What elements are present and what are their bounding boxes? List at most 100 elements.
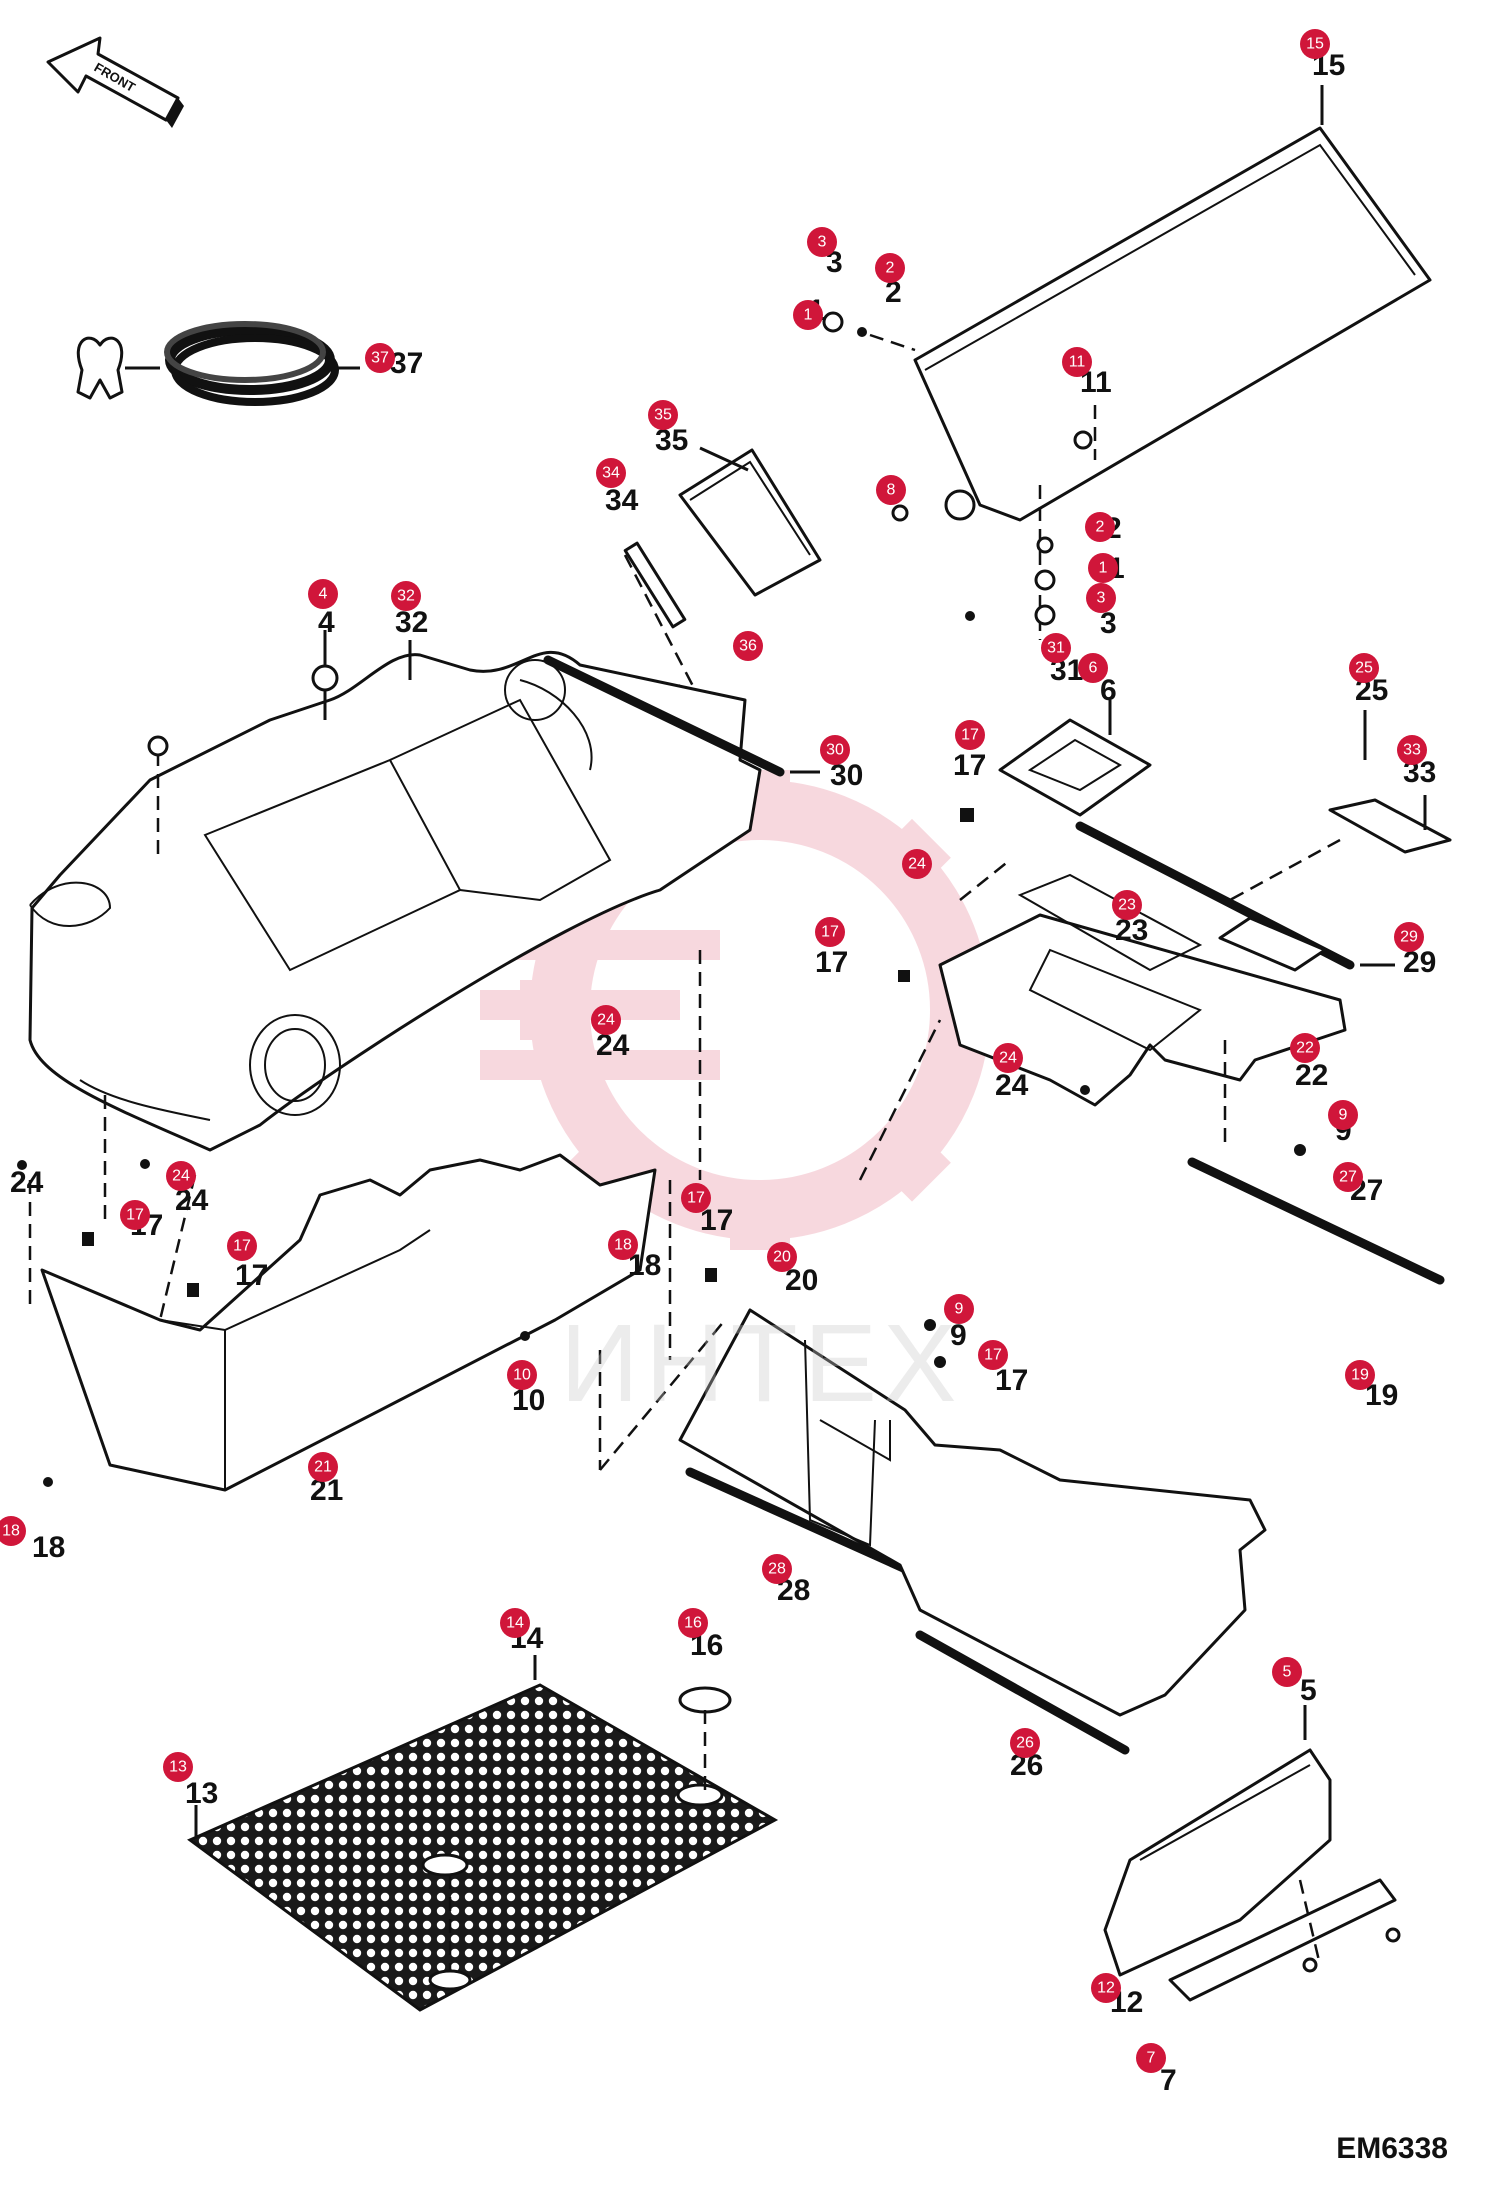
callout-badge-14: 14 — [500, 1608, 530, 1638]
callout-number-17a: 17 — [953, 749, 986, 782]
callout-badge-28: 28 — [762, 1554, 792, 1584]
callout-badge-18b: 18 — [0, 1516, 26, 1546]
svg-text:28: 28 — [768, 1561, 786, 1578]
front-arrow-icon: FRONT — [46, 36, 184, 128]
callout-badge-9b: 9 — [944, 1294, 974, 1324]
svg-text:11: 11 — [1069, 354, 1086, 371]
svg-text:16: 16 — [684, 1615, 702, 1632]
callout-number-20: 20 — [785, 1264, 818, 1297]
svg-text:26: 26 — [1016, 1735, 1034, 1752]
svg-text:24: 24 — [597, 1012, 615, 1029]
svg-text:36: 36 — [739, 638, 757, 655]
svg-text:20: 20 — [773, 1249, 791, 1266]
svg-text:32: 32 — [397, 588, 415, 605]
callout-badge-13: 13 — [163, 1752, 193, 1782]
svg-text:15: 15 — [1306, 36, 1324, 53]
callout-number-23: 23 — [1115, 914, 1148, 947]
callout-number-17f: 17 — [995, 1364, 1028, 1397]
svg-text:1: 1 — [1099, 560, 1108, 577]
callout-number-17b: 17 — [815, 946, 848, 979]
callout-badge-24c: 24 — [993, 1043, 1023, 1073]
svg-text:34: 34 — [602, 465, 620, 482]
callout-badge-31: 31 — [1041, 633, 1071, 663]
svg-text:18: 18 — [614, 1237, 632, 1254]
hardware-set-top — [822, 311, 1093, 626]
svg-text:17: 17 — [126, 1207, 144, 1224]
svg-text:4: 4 — [319, 586, 328, 603]
callout-badge-12: 12 — [1091, 1973, 1121, 2003]
callout-badge-26: 26 — [1010, 1728, 1040, 1758]
callout-number-4: 4 — [318, 606, 335, 639]
callout-number-13: 13 — [185, 1777, 218, 1810]
callout-number-24c: 24 — [995, 1069, 1029, 1102]
fastener-glyphs — [17, 611, 1306, 1487]
svg-text:19: 19 — [1351, 1367, 1369, 1384]
callout-badge-2b: 2 — [1085, 512, 1115, 542]
callout-badge-22: 22 — [1290, 1033, 1320, 1063]
callout-badge-24d: 24 — [166, 1161, 196, 1191]
side-panel-part — [598, 1180, 1267, 1717]
svg-text:24: 24 — [999, 1050, 1017, 1067]
svg-text:23: 23 — [1118, 897, 1136, 914]
top-cover-part — [913, 85, 1432, 640]
callout-badge-24a: 24 — [902, 849, 932, 879]
callout-badge-1a: 1 — [793, 300, 823, 330]
callout-badge-7: 7 — [1136, 2043, 1166, 2073]
svg-text:3: 3 — [1097, 590, 1106, 607]
svg-text:21: 21 — [314, 1459, 332, 1476]
svg-text:2: 2 — [886, 260, 895, 277]
callout-badge-37: 37 — [365, 343, 395, 373]
callout-badge-10: 10 — [507, 1360, 537, 1390]
svg-text:9: 9 — [955, 1301, 964, 1318]
svg-text:35: 35 — [654, 407, 672, 424]
callout-badge-17b: 17 — [815, 917, 845, 947]
svg-text:8: 8 — [887, 482, 896, 499]
callout-number-2a: 2 — [885, 276, 902, 309]
callout-labels: 1515332211373711113535343482211334432323… — [0, 29, 1436, 2097]
callout-number-7: 7 — [1160, 2064, 1177, 2097]
svg-text:14: 14 — [506, 1615, 524, 1632]
callout-badge-19: 19 — [1345, 1360, 1375, 1390]
mount-plate-part — [998, 700, 1152, 817]
callout-number-24b: 24 — [596, 1029, 630, 1062]
svg-text:7: 7 — [1147, 2050, 1156, 2067]
callout-badge-9a: 9 — [1328, 1100, 1358, 1130]
callout-badge-8: 8 — [876, 475, 906, 505]
svg-text:24: 24 — [172, 1168, 190, 1185]
callout-badge-18a: 18 — [608, 1230, 638, 1260]
floor-mat-part — [187, 1655, 779, 2012]
callout-badge-1b: 1 — [1088, 553, 1118, 583]
seal-clip-part — [76, 321, 360, 406]
callout-number-18b: 18 — [32, 1531, 65, 1564]
callout-badge-11: 11 — [1062, 347, 1092, 377]
svg-text:24: 24 — [908, 856, 926, 873]
svg-text:29: 29 — [1400, 929, 1418, 946]
callout-badge-32: 32 — [391, 581, 421, 611]
drawing-code: EM6338 — [1336, 2132, 1448, 2165]
callout-badge-3a: 3 — [807, 227, 837, 257]
callout-badge-30: 30 — [820, 735, 850, 765]
svg-text:17: 17 — [821, 924, 839, 941]
svg-text:17: 17 — [961, 727, 979, 744]
callout-number-32: 32 — [395, 606, 428, 639]
svg-text:9: 9 — [1339, 1107, 1348, 1124]
watermark-text: ИНТЕХ — [560, 1302, 963, 1425]
svg-text:1: 1 — [804, 307, 813, 324]
callout-badge-25: 25 — [1349, 653, 1379, 683]
svg-text:6: 6 — [1089, 660, 1098, 677]
svg-text:17: 17 — [233, 1238, 251, 1255]
callout-badge-27: 27 — [1333, 1162, 1363, 1192]
svg-text:22: 22 — [1296, 1040, 1314, 1057]
small-cover-part — [1229, 710, 1452, 902]
svg-text:37: 37 — [371, 350, 389, 367]
callout-badge-5: 5 — [1272, 1657, 1302, 1687]
callout-number-3b: 3 — [1100, 607, 1117, 640]
callout-number-6: 6 — [1100, 674, 1117, 707]
svg-text:12: 12 — [1097, 1980, 1115, 1997]
svg-text:17: 17 — [687, 1190, 705, 1207]
svg-text:27: 27 — [1339, 1169, 1357, 1186]
callout-number-37: 37 — [390, 347, 423, 380]
callout-number-17d: 17 — [235, 1259, 268, 1292]
lower-cowl-part — [28, 950, 702, 1492]
callout-badge-35: 35 — [648, 400, 678, 430]
